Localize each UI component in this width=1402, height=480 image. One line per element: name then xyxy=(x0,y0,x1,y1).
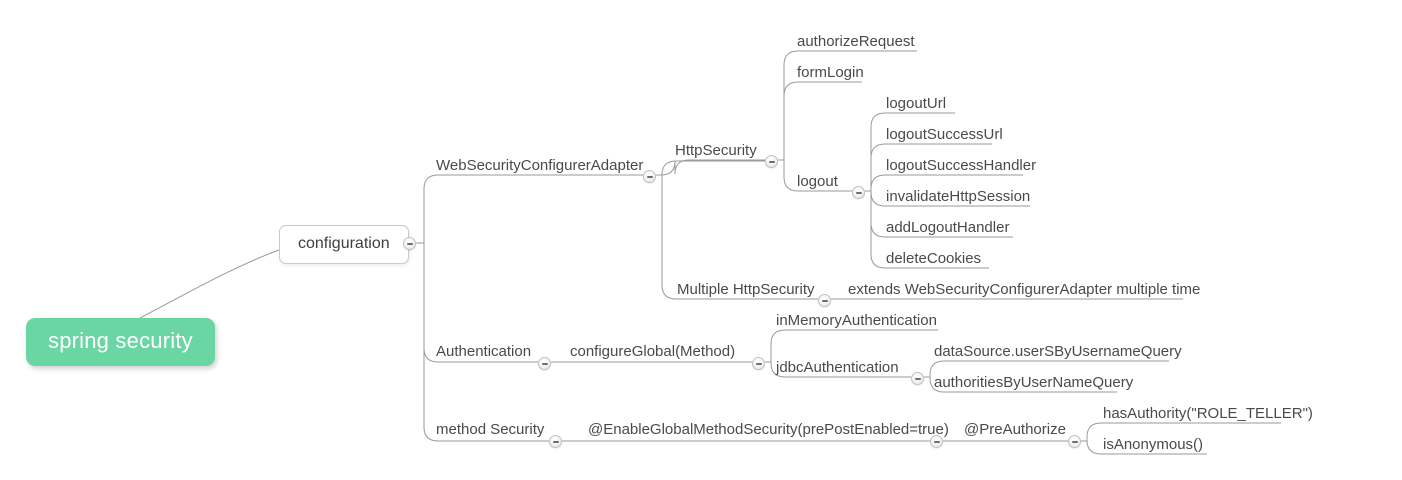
toggle-configuration[interactable] xyxy=(403,237,416,250)
node-root[interactable]: spring security xyxy=(26,318,215,366)
toggle-logout[interactable] xyxy=(852,186,865,199)
node-invalidate-http-session[interactable]: invalidateHttpSession xyxy=(886,188,1031,205)
node-extends-multiple-time[interactable]: extends WebSecurityConfigurerAdapter mul… xyxy=(848,281,1201,298)
node-logout-success-url[interactable]: logoutSuccessUrl xyxy=(886,126,1003,143)
toggle-method-security[interactable] xyxy=(549,435,562,448)
node-authorities-query[interactable]: authoritiesByUserNameQuery xyxy=(934,374,1134,391)
wire-wsca-spine-up xyxy=(661,160,765,176)
node-multiple-http-security[interactable]: Multiple HttpSecurity xyxy=(677,281,815,298)
node-datasource-query[interactable]: dataSource.userSByUsernameQuery xyxy=(934,343,1182,360)
wire-wsca-to-http xyxy=(656,159,765,176)
node-logout[interactable]: logout xyxy=(797,173,838,190)
node-enable-global-method-security[interactable]: @EnableGlobalMethodSecurity(prePostEnabl… xyxy=(588,421,949,438)
toggle-enable-global-method-security[interactable] xyxy=(930,435,943,448)
wire-root-to-configuration xyxy=(139,249,280,319)
node-configure-global[interactable]: configureGlobal(Method) xyxy=(570,343,736,360)
wire-logout-c1 xyxy=(870,112,955,191)
node-form-login[interactable]: formLogin xyxy=(797,64,864,81)
node-authorize-request[interactable]: authorizeRequest xyxy=(797,33,915,50)
node-delete-cookies[interactable]: deleteCookies xyxy=(886,250,982,267)
toggle-authentication[interactable] xyxy=(538,357,551,370)
node-logout-url[interactable]: logoutUrl xyxy=(886,95,947,112)
node-logout-success-handler[interactable]: logoutSuccessHandler xyxy=(886,157,1037,174)
node-has-authority[interactable]: hasAuthority("ROLE_TELLER") xyxy=(1103,405,1313,422)
node-add-logout-handler[interactable]: addLogoutHandler xyxy=(886,219,1010,236)
wire-http-b2 xyxy=(783,81,862,160)
node-configuration[interactable]: configuration xyxy=(279,225,409,264)
wire-configure-c1 xyxy=(770,329,938,362)
node-authentication[interactable]: Authentication xyxy=(436,343,532,360)
toggle-jdbc-authentication[interactable] xyxy=(911,372,924,385)
toggle-web-security-configurer-adapter[interactable] xyxy=(643,170,656,183)
toggle-pre-authorize[interactable] xyxy=(1068,435,1081,448)
toggle-configure-global[interactable] xyxy=(752,357,765,370)
wire-trunk-up xyxy=(423,174,643,243)
node-jdbc-authentication[interactable]: jdbcAuthentication xyxy=(776,359,899,376)
node-in-memory-authentication[interactable]: inMemoryAuthentication xyxy=(776,312,937,329)
toggle-multiple-http-security[interactable] xyxy=(818,294,831,307)
toggle-http-security[interactable] xyxy=(765,155,778,168)
node-web-security-configurer-adapter[interactable]: WebSecurityConfigurerAdapter xyxy=(436,157,644,174)
node-pre-authorize[interactable]: @PreAuthorize xyxy=(964,421,1066,438)
node-method-security[interactable]: method Security xyxy=(436,421,545,438)
node-is-anonymous[interactable]: isAnonymous() xyxy=(1103,436,1204,453)
node-http-security[interactable]: HttpSecurity xyxy=(675,142,757,159)
